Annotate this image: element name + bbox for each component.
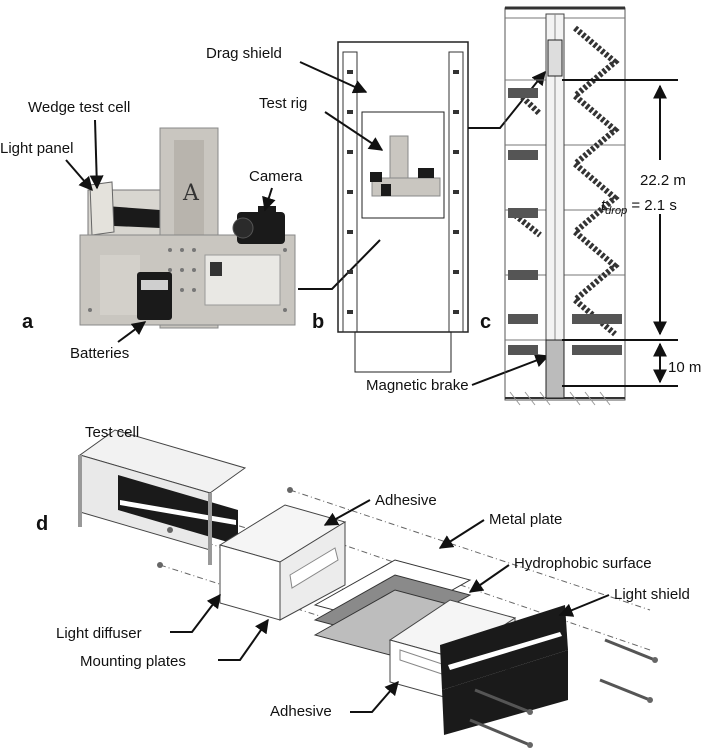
camera-label: Camera (249, 168, 303, 185)
light-shield-pointer (558, 594, 610, 617)
drag-shield-pointer (299, 61, 368, 94)
camera-pointer (262, 187, 276, 212)
panel-d-letter: d (36, 513, 48, 535)
light-diffuser-label: Light diffuser (56, 625, 142, 642)
adhesive-top-label: Adhesive (375, 492, 437, 509)
adhesive-bottom-label: Adhesive (270, 703, 332, 720)
metal-plate-label: Metal plate (489, 511, 562, 528)
drop-time-subscript: drop (605, 205, 627, 217)
drop-time-value: = 2.1 s (627, 197, 677, 214)
panel-b-capsule (337, 41, 469, 373)
tower-height-label: 22.2 m (640, 172, 686, 189)
test-cell-label: Test cell (85, 424, 139, 441)
light-panel-pointer (65, 159, 93, 192)
hydrophobic-surface-label: Hydrophobic surface (514, 555, 652, 572)
magnetic-brake-pointer (471, 353, 550, 386)
mounting-plates-pointer (218, 618, 269, 661)
light-panel-label: Light panel (0, 140, 73, 157)
wedge-test-cell-label: Wedge test cell (28, 99, 130, 116)
adhesive-bottom-pointer (350, 680, 399, 713)
rig-to-tower-link (298, 239, 381, 290)
wedge-test-cell-pointer (89, 119, 104, 190)
metal-plate-pointer (438, 519, 485, 549)
drop-time-label: tdrop = 2.1 s (601, 197, 677, 217)
panel-a-photo: A (79, 127, 296, 329)
mounting-plates-label: Mounting plates (80, 653, 186, 670)
magnetic-brake-label: Magnetic brake (366, 377, 469, 394)
adhesive-top-pointer (323, 499, 371, 526)
batteries-label: Batteries (70, 345, 129, 362)
panel-b-letter: b (312, 311, 324, 333)
light-shield-label: Light shield (614, 586, 690, 603)
light-diffuser-pointer (170, 593, 221, 633)
batteries-pointer (117, 321, 147, 343)
panel-d-exploded (78, 429, 658, 748)
test-rig-label: Test rig (259, 95, 307, 112)
svg-text:A: A (182, 181, 200, 206)
drag-shield-label: Drag shield (206, 45, 282, 62)
brake-height-label: 10 m (668, 359, 701, 376)
panel-c-letter: c (480, 311, 491, 333)
panel-c-tower (504, 6, 626, 406)
panel-a-letter: a (22, 311, 34, 333)
test-rig-pointer (324, 111, 384, 151)
drop-time-symbol: t (601, 197, 606, 214)
hydrophobic-surface-pointer (468, 564, 510, 593)
